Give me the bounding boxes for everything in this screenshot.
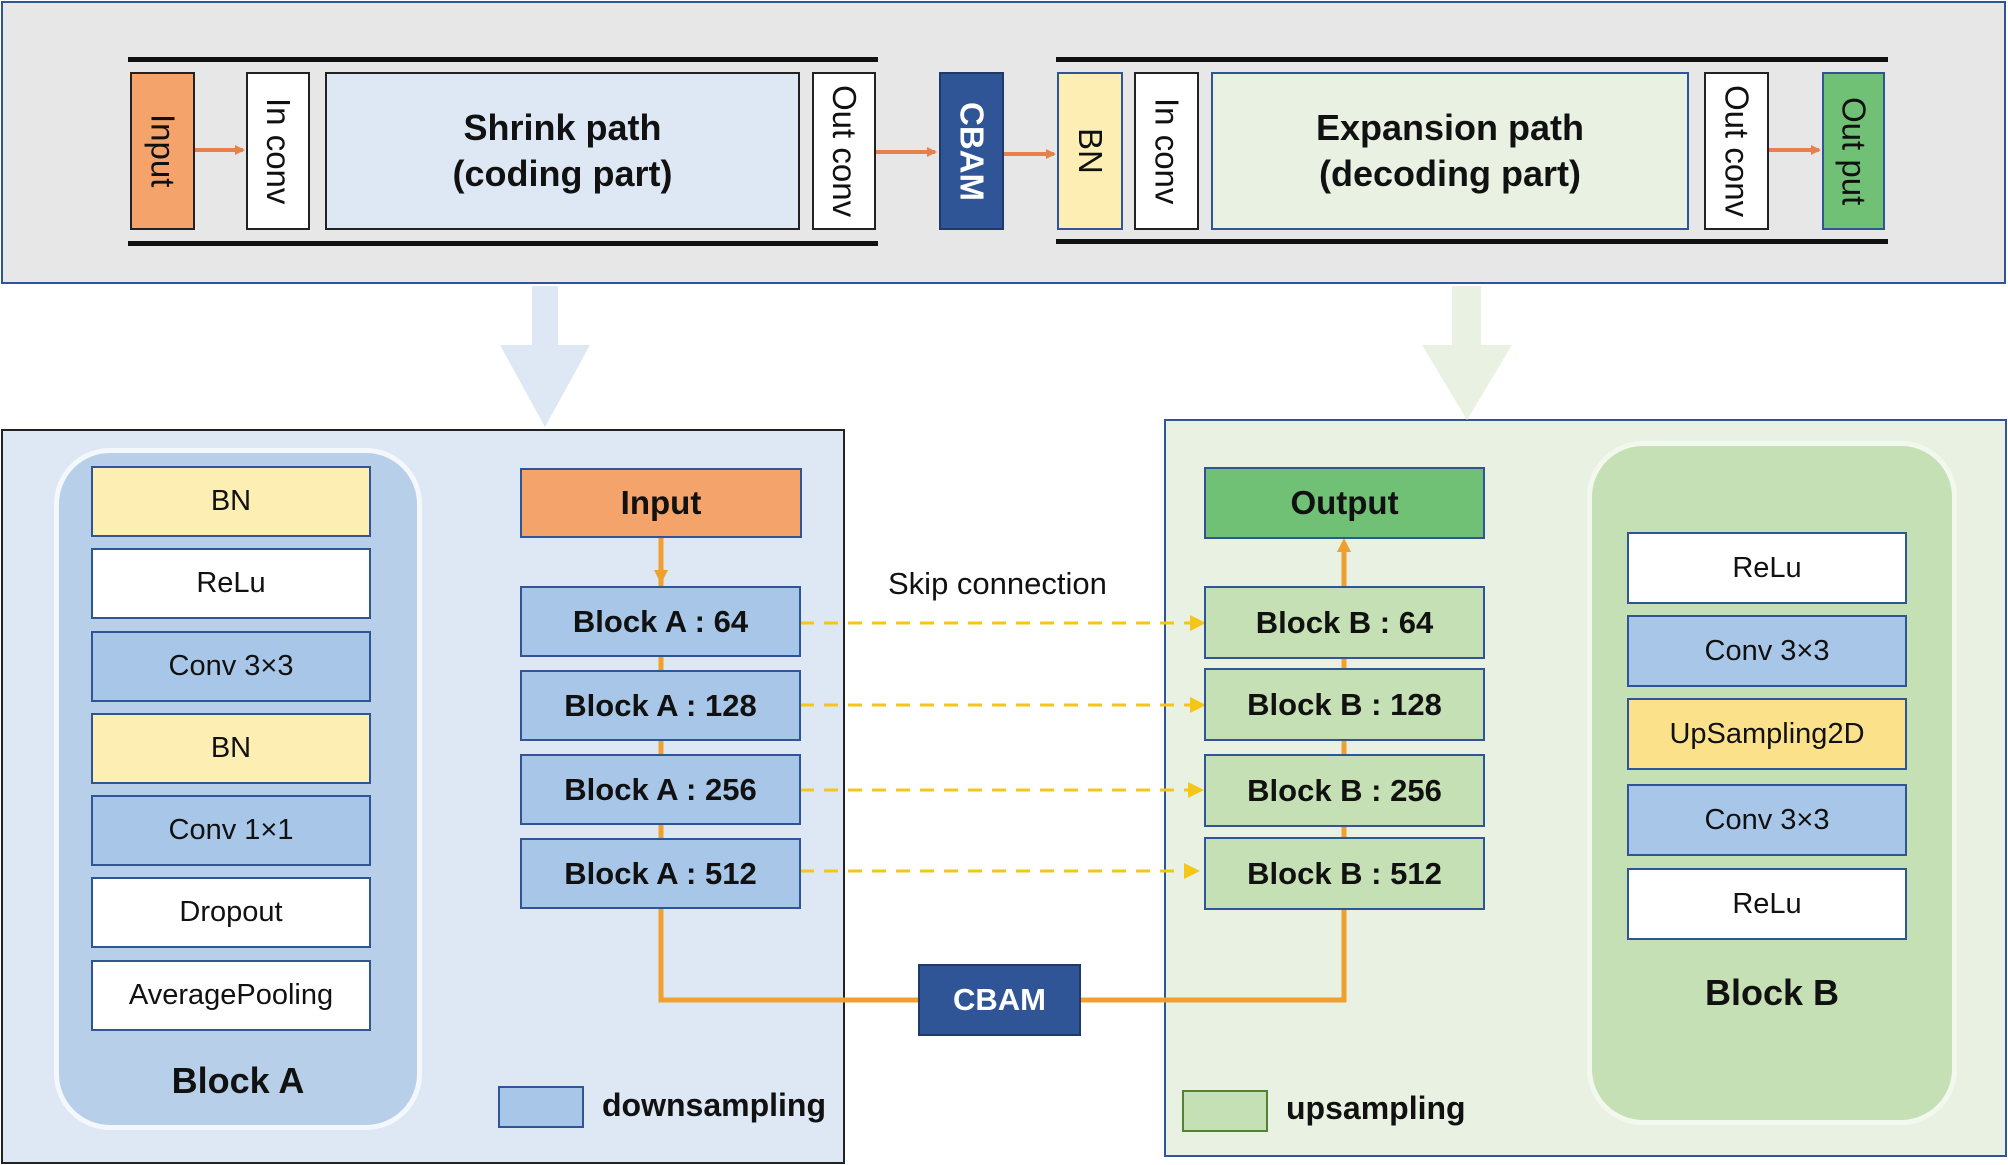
decoder-block: Block B : 512 (1204, 837, 1485, 910)
encoder-rail-bottom (128, 241, 878, 246)
expansion-path-subtitle: (decoding part) (1319, 153, 1581, 194)
shrink-path-subtitle: (coding part) (452, 153, 673, 194)
encoder-block: Block A : 512 (520, 838, 801, 909)
decoder-rail-bottom (1056, 239, 1888, 244)
encoder-block: Block A : 64 (520, 586, 801, 657)
overview-expansion-path: Expansion path (decoding part) (1211, 72, 1689, 230)
block-a-layer: BN (91, 466, 371, 537)
overview-bn-label: BN (1072, 128, 1109, 174)
block-b-layer: ReLu (1627, 868, 1907, 940)
overview-out-conv-left-label: Out conv (826, 84, 863, 218)
decoder-block-label: Block B : 512 (1247, 855, 1442, 891)
block-a-title-text: Block A (171, 1060, 305, 1101)
block-a-layer-label: Conv 3×3 (168, 650, 294, 682)
overview-input-label: Input (144, 114, 182, 188)
skip-connection-label: Skip connection (888, 566, 1107, 601)
decoder-block: Block B : 128 (1204, 668, 1485, 741)
overview-output-label: Out put (1835, 96, 1873, 206)
encoder-rail-top (128, 57, 878, 62)
decoder-block: Block B : 64 (1204, 586, 1485, 659)
overview-bn: BN (1057, 72, 1123, 230)
overview-cbam-label: CBAM (953, 101, 991, 201)
overview-out-conv-right-label: Out conv (1718, 84, 1756, 218)
bottleneck-cbam: CBAM (918, 964, 1081, 1036)
block-b-layer: Conv 3×3 (1627, 784, 1907, 856)
block-a-layer-label: AveragePooling (128, 979, 334, 1011)
block-a-layer-label: BN (210, 485, 252, 517)
legend-downsampling-swatch (498, 1086, 584, 1128)
block-a-layer: Conv 1×1 (91, 795, 371, 866)
encoder-block: Block A : 256 (520, 754, 801, 825)
block-b-title-text: Block B (1704, 972, 1840, 1013)
overview-out-conv-right: Out conv (1704, 72, 1769, 230)
block-b-title: Block B (1587, 968, 1957, 1018)
overview-input-box: Input (130, 72, 195, 230)
block-a-layer: ReLu (91, 548, 371, 619)
overview-in-conv-left-label: In conv (260, 97, 297, 205)
expand-arrow-decoder (1422, 286, 1512, 420)
block-a-layer-label: BN (210, 732, 252, 764)
overview-cbam: CBAM (939, 72, 1004, 230)
overview-output: Out put (1822, 72, 1885, 230)
expansion-path-title: Expansion path (1315, 107, 1585, 148)
legend-downsampling-label: downsampling (602, 1087, 826, 1123)
overview-in-conv-left: In conv (246, 72, 310, 230)
bottleneck-cbam-label: CBAM (953, 982, 1046, 1017)
shrink-path-title: Shrink path (463, 107, 662, 148)
block-a-layer-label: Conv 1×1 (168, 814, 294, 846)
block-a-layer: AveragePooling (91, 960, 371, 1031)
overview-shrink-path: Shrink path (coding part) (325, 72, 800, 230)
overview-in-conv-right-label: In conv (1148, 97, 1186, 205)
decoder-rail-top (1056, 57, 1888, 62)
legend-upsampling-swatch (1182, 1090, 1268, 1132)
block-a-title: Block A (54, 1056, 422, 1106)
decoder-block-label: Block B : 64 (1255, 604, 1434, 640)
encoder-block-label: Block A : 64 (572, 603, 749, 639)
block-a-layer-label: ReLu (196, 567, 266, 599)
expand-arrow-encoder (500, 286, 590, 427)
encoder-block-label: Block A : 256 (564, 771, 757, 807)
decoder-block: Block B : 256 (1204, 754, 1485, 827)
decoder-block-label: Block B : 128 (1247, 686, 1442, 722)
overview-out-conv-left: Out conv (812, 72, 876, 230)
decoder-output-label: Output (1290, 484, 1399, 521)
encoder-block-label: Block A : 128 (564, 687, 757, 723)
block-b-layer-label: ReLu (1732, 887, 1802, 920)
overview-in-conv-right: In conv (1134, 72, 1199, 230)
block-a-layer: Conv 3×3 (91, 631, 371, 702)
block-b-layer: ReLu (1627, 532, 1907, 604)
block-b-layer-label: Conv 3×3 (1704, 634, 1830, 667)
block-a-layer: BN (91, 713, 371, 784)
encoder-input-box: Input (520, 468, 802, 538)
block-b-layer-label: ReLu (1732, 551, 1802, 584)
decoder-output-box: Output (1204, 467, 1485, 539)
block-b-layer-label: UpSampling2D (1669, 717, 1865, 750)
block-a-layer: Dropout (91, 877, 371, 948)
legend-upsampling-label: upsampling (1286, 1090, 1466, 1126)
encoder-input-label: Input (620, 484, 702, 521)
block-b-layer: UpSampling2D (1627, 698, 1907, 770)
block-b-layer: Conv 3×3 (1627, 615, 1907, 687)
block-a-layer-label: Dropout (179, 896, 283, 928)
encoder-block-label: Block A : 512 (564, 855, 757, 891)
decoder-block-label: Block B : 256 (1247, 772, 1442, 808)
encoder-block: Block A : 128 (520, 670, 801, 741)
block-b-layer-label: Conv 3×3 (1704, 803, 1830, 836)
